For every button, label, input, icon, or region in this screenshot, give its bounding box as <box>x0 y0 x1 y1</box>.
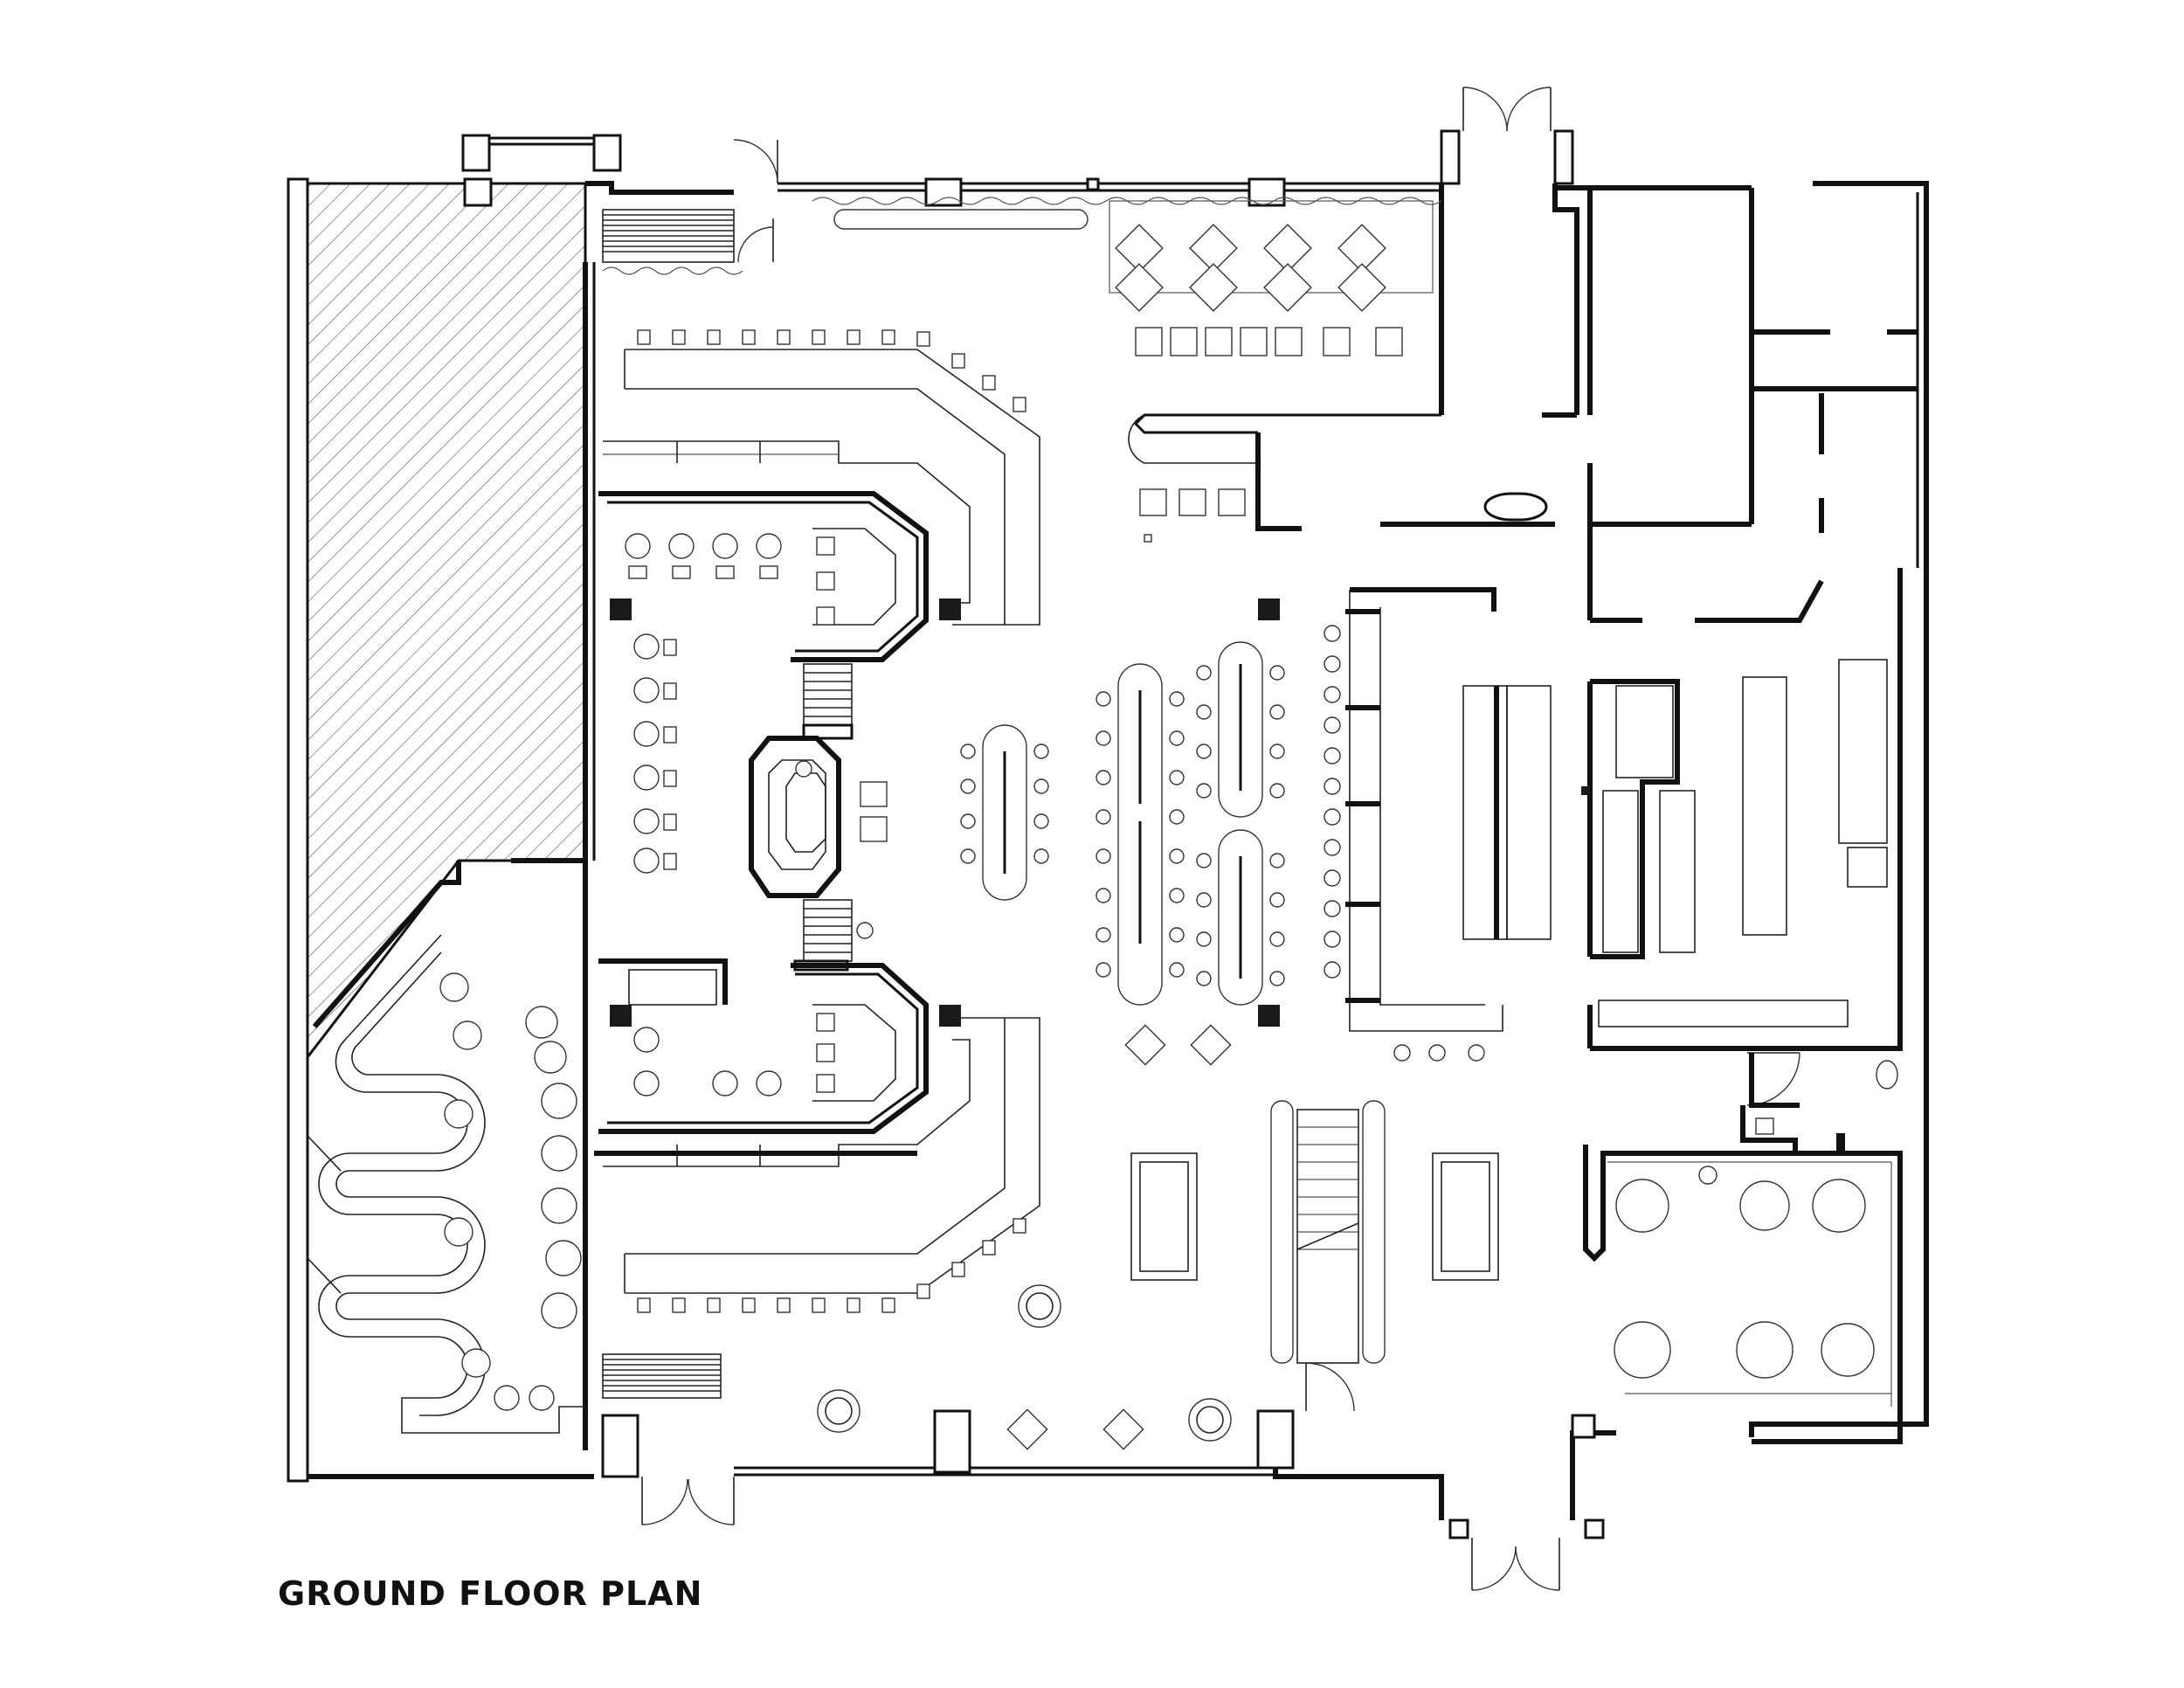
door-bottom-left <box>641 1477 735 1525</box>
dining-chairs <box>960 665 1285 986</box>
right-bar-stools <box>1324 625 1485 1062</box>
door-top-center <box>1462 86 1552 132</box>
round-game-tables <box>817 1284 1232 1442</box>
door-bottom-right <box>1471 1538 1560 1591</box>
door-stair-bottom <box>1305 1362 1355 1412</box>
hatched-annex <box>287 134 622 1483</box>
upper-booth-chairs <box>628 565 778 870</box>
lower-bar <box>594 1017 1040 1399</box>
central-dining <box>817 534 1499 1450</box>
door-top-left <box>733 139 778 263</box>
central-staircase <box>1270 1100 1386 1364</box>
small-tables-center <box>1006 1024 1232 1450</box>
right-wing-rooms <box>1380 188 1918 1051</box>
upper-booth-area <box>598 491 929 874</box>
private-room <box>1571 1053 1903 1444</box>
upper-booth-tables <box>625 533 782 874</box>
pool-table-left <box>1130 1152 1198 1281</box>
door-washroom <box>1746 1052 1800 1106</box>
right-bar <box>1324 587 1552 1062</box>
window-chairs <box>1135 327 1403 356</box>
person-icon <box>795 760 874 939</box>
pool-table-right <box>1432 1152 1499 1281</box>
central-host-stand <box>749 663 888 972</box>
lower-booth-area <box>598 958 961 1134</box>
private-room-tables <box>1614 1179 1875 1379</box>
stair-lower-left <box>602 1353 722 1399</box>
upper-bar <box>603 329 1040 626</box>
bar-stools-lower <box>637 1218 1026 1313</box>
serpentine-lounge <box>307 858 585 1434</box>
bar-stools-upper <box>637 329 1026 412</box>
lower-booth-tables <box>633 1027 782 1097</box>
window-tables <box>1115 224 1386 312</box>
window-seating <box>602 197 1442 531</box>
drawing-title: GROUND FLOOR PLAN <box>278 1574 703 1613</box>
lounge-tables <box>439 972 582 1411</box>
stair-upper-left <box>602 209 735 263</box>
